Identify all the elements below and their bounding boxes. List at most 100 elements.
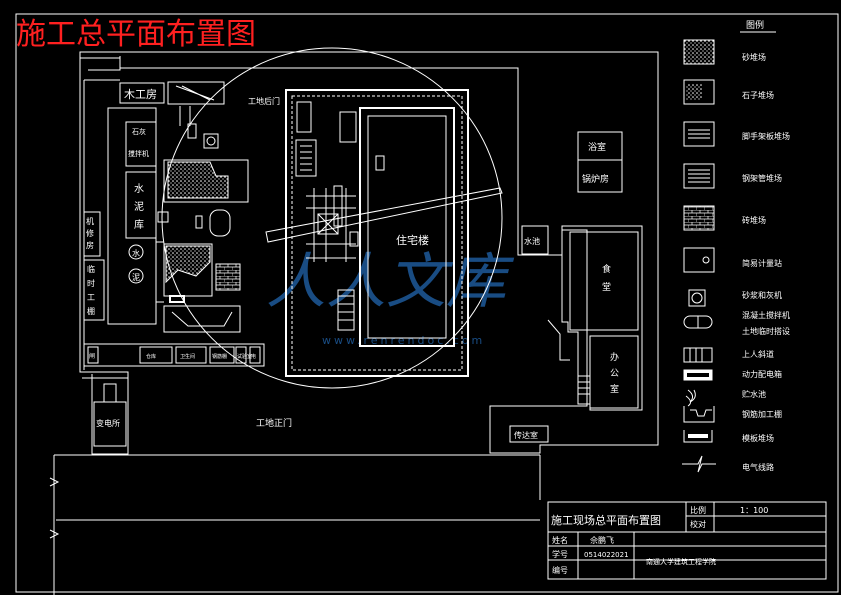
svg-text:校对: 校对 — [690, 519, 706, 529]
mortar-mixer-icon — [688, 289, 706, 307]
gravel-pile — [165, 245, 211, 284]
svg-text:学号: 学号 — [552, 549, 568, 559]
legend-item: 石子堆场 — [683, 79, 774, 105]
svg-text:试验室: 试验室 — [237, 353, 252, 360]
page-title: 施工总平面布置图 — [16, 17, 256, 52]
legend-label: 贮水池 — [742, 389, 766, 399]
svg-text:水: 水 — [134, 183, 144, 195]
legend-item: 混凝土搅拌机 — [683, 310, 790, 329]
side-gate-label: 工地后门 — [248, 96, 280, 106]
svg-text:室: 室 — [610, 383, 619, 395]
office — [589, 335, 639, 409]
legend-item: 钢架管堆场 — [683, 163, 782, 189]
svg-text:房: 房 — [86, 240, 94, 250]
legend-item: 砂堆场 — [683, 39, 766, 65]
watermark: 人人文库 www.renrendoc.com — [266, 247, 515, 347]
legend-item: 砖堆场 — [683, 205, 766, 231]
legend-item: 模板堆场 — [683, 430, 774, 443]
svg-text:工: 工 — [87, 293, 95, 302]
canteen — [569, 231, 639, 331]
svg-text:1：100: 1：100 — [740, 506, 768, 515]
legend-label: 砂堆场 — [742, 52, 766, 62]
drawing-frame — [15, 13, 839, 593]
legend-label: 简易计量站 — [742, 258, 782, 268]
svg-text:钢筋棚: 钢筋棚 — [212, 353, 227, 360]
svg-text:南通大学建筑工程学院: 南通大学建筑工程学院 — [646, 557, 716, 566]
legend-label: 钢架管堆场 — [742, 173, 782, 183]
legend-item: 土地临时搭设 — [742, 326, 790, 336]
legend-item: 砂浆和灰机 — [688, 289, 782, 307]
svg-text:变电所: 变电所 — [96, 418, 120, 428]
weigh-station-icon — [683, 247, 715, 273]
watermark-text: 人人文库 — [266, 247, 515, 317]
legend-item: 贮水池 — [685, 389, 766, 407]
svg-text:修: 修 — [86, 228, 94, 238]
residential-building — [285, 89, 469, 377]
legend-label: 模板堆场 — [742, 433, 774, 443]
rebar-shed-icon — [683, 406, 715, 423]
svg-text:泥: 泥 — [132, 273, 140, 282]
legend-label: 土地临时搭设 — [742, 326, 790, 336]
svg-text:浴室: 浴室 — [588, 141, 606, 153]
building-label: 住宅楼 — [396, 233, 429, 247]
legend-item: 简易计量站 — [683, 247, 782, 273]
brick-pile-icon — [683, 205, 715, 231]
water-tank-icon — [685, 389, 696, 407]
crane-boom — [265, 187, 503, 243]
svg-text:姓名: 姓名 — [552, 535, 568, 545]
legend-label: 钢筋加工棚 — [742, 409, 782, 419]
legend-heading: 图例 — [746, 19, 764, 31]
sand-pile-icon — [683, 39, 715, 65]
water-pool — [521, 225, 549, 255]
legend-item: 上人斜道 — [683, 347, 774, 363]
svg-text:卫生间: 卫生间 — [180, 353, 195, 360]
legend-item: 钢筋加工棚 — [683, 406, 782, 423]
svg-text:堂: 堂 — [602, 281, 611, 293]
scaffold-board-icon — [683, 121, 715, 147]
legend: 图例 — [740, 19, 776, 33]
svg-text:水池: 水池 — [524, 236, 540, 246]
legend-label: 石子堆场 — [742, 90, 774, 100]
legend-label: 电气线路 — [742, 462, 774, 472]
svg-text:水: 水 — [132, 248, 140, 258]
svg-text:食: 食 — [602, 263, 611, 275]
title-block: 施工现场总平面布置图 比例 1：100 校对 姓名 佘鹏飞 学号 0514022… — [547, 501, 827, 580]
power-line-icon — [682, 455, 716, 473]
carpentry-room — [119, 82, 165, 104]
temp-shed — [83, 259, 105, 321]
svg-text:办: 办 — [610, 351, 619, 363]
svg-text:佘鹏飞: 佘鹏飞 — [590, 535, 614, 545]
legend-label: 上人斜道 — [742, 349, 774, 359]
svg-text:棚: 棚 — [87, 306, 95, 316]
legend-label: 混凝土搅拌机 — [742, 310, 790, 320]
main-gate-label: 工地正门 — [256, 417, 292, 429]
formwork-icon — [683, 430, 713, 443]
concrete-mixer-icon — [683, 315, 713, 329]
legend-item: 脚手架板堆场 — [683, 121, 790, 147]
power-box-icon — [683, 369, 713, 381]
svg-text:公: 公 — [610, 368, 619, 379]
svg-text:电: 电 — [251, 353, 256, 360]
svg-text:库: 库 — [134, 218, 144, 231]
svg-text:编号: 编号 — [552, 565, 568, 575]
legend-label: 砂浆和灰机 — [742, 290, 782, 300]
brick-pile — [215, 263, 241, 291]
svg-text:搅拌机: 搅拌机 — [128, 149, 149, 158]
legend-label: 砖堆场 — [742, 215, 766, 225]
svg-text:木工房: 木工房 — [124, 88, 157, 101]
machine-repair — [83, 211, 101, 257]
svg-text:临: 临 — [87, 264, 95, 274]
steel-pipe-icon — [683, 163, 715, 189]
bath-boiler — [577, 131, 623, 193]
legend-item: 动力配电箱 — [683, 369, 782, 381]
svg-text:泥: 泥 — [134, 200, 144, 213]
svg-text:传达室: 传达室 — [514, 430, 538, 440]
legend-item: 电气线路 — [682, 455, 774, 473]
sand-pile — [167, 161, 229, 199]
svg-text:0514022021: 0514022021 — [584, 551, 629, 559]
legend-label: 动力配电箱 — [742, 369, 782, 379]
watermark-url: www.renrendoc.com — [322, 334, 485, 347]
crane-radius — [161, 47, 503, 389]
svg-text:比例: 比例 — [690, 505, 706, 515]
svg-text:时: 时 — [87, 278, 95, 288]
